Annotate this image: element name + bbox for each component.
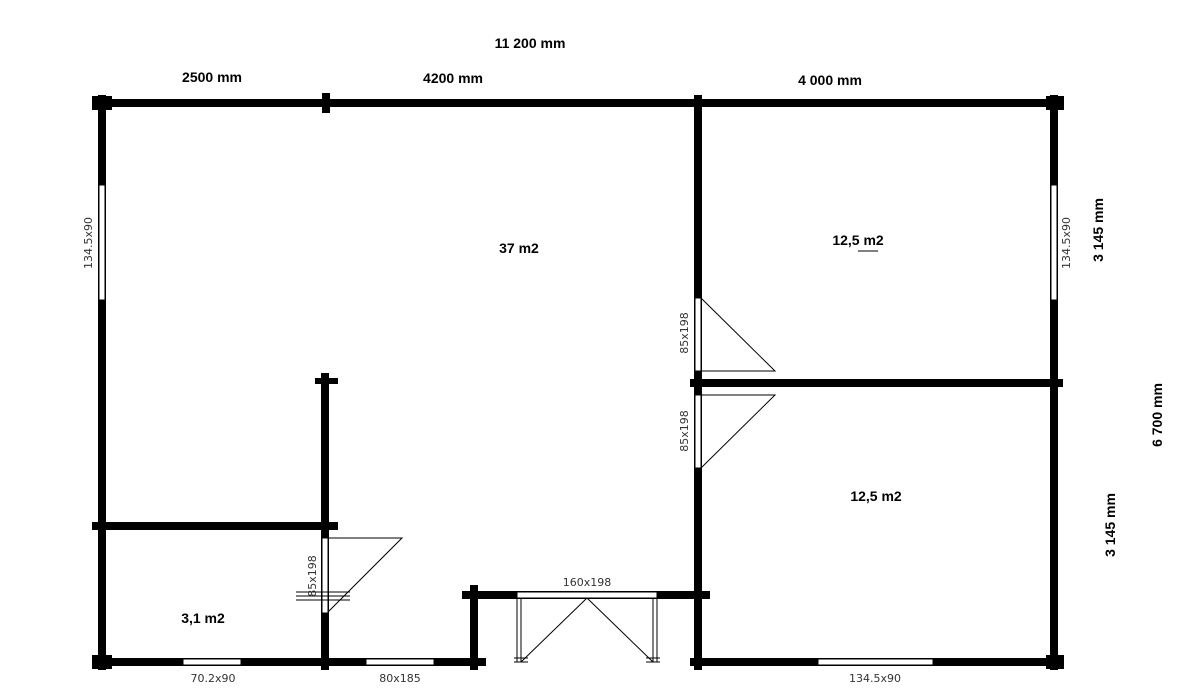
label-window-bottom-right: 134.5x90: [849, 672, 901, 685]
area-main-room: 37 m2: [499, 240, 539, 256]
label-window-bottom-left: 70.2x90: [191, 672, 236, 685]
label-door-small-room: 85x198: [306, 555, 319, 597]
dimension-labels: 11 200 mm 2500 mm 4200 mm 4 000 mm 3 145…: [182, 35, 1165, 557]
window-bottom-middle-frame: [365, 658, 435, 666]
door-lower-right-leaf: [694, 394, 702, 469]
door-upper-right-swing: [700, 297, 777, 372]
entrance-door-swing-right: [586, 597, 654, 663]
label-door-lower-right: 85x198: [678, 410, 691, 452]
dim-segment-3: 4 000 mm: [798, 72, 862, 88]
entrance-door-swing-left: [520, 597, 588, 663]
dim-overall-depth: 6 700 mm: [1149, 383, 1165, 447]
label-window-bottom-middle: 80x185: [379, 672, 421, 685]
wall-porch-left: [470, 585, 478, 670]
area-upper-right-room: 12,5 m2: [832, 232, 884, 248]
wall-small-room-right: [321, 373, 329, 670]
area-small-room: 3,1 m2: [181, 610, 225, 626]
door-small-room-leaf: [321, 537, 329, 614]
area-labels: 37 m2 12,5 m2 12,5 m2 3,1 m2: [181, 232, 902, 626]
entrance-door-frame: [516, 591, 658, 599]
dim-right-upper: 3 145 mm: [1090, 198, 1106, 262]
doors: [296, 297, 777, 663]
opening-labels: 134.5x90 134.5x90 85x198 85x198 85x198 1…: [82, 217, 1073, 685]
window-bottom-left-frame: [182, 658, 242, 666]
label-window-right: 134.5x90: [1060, 217, 1073, 269]
cap-top-right: [1046, 96, 1064, 110]
wall-small-room-cap: [315, 378, 338, 384]
dim-right-lower: 3 145 mm: [1102, 493, 1118, 557]
dim-segment-2: 4200 mm: [423, 70, 483, 86]
window-left-frame: [98, 184, 106, 301]
windows: [98, 184, 1058, 666]
window-bottom-right-frame: [817, 658, 934, 666]
wall-top: [95, 99, 1063, 107]
door-lower-right-swing: [700, 394, 777, 469]
label-door-upper-right: 85x198: [678, 312, 691, 354]
dim-overall-width: 11 200 mm: [495, 35, 566, 51]
cap-top-left: [92, 96, 112, 110]
cap-bottom-left: [92, 655, 112, 669]
window-right-frame: [1050, 184, 1058, 301]
area-lower-right-room: 12,5 m2: [850, 488, 902, 504]
door-small-room-swing: [327, 537, 404, 613]
wall-bottom-left: [92, 658, 486, 666]
label-entrance-door: 160x198: [563, 576, 612, 589]
wall-right-divider: [690, 379, 1063, 387]
wall-left: [98, 95, 106, 670]
door-upper-right-leaf: [694, 297, 702, 372]
cap-top-mid: [322, 93, 330, 113]
dim-segment-1: 2500 mm: [182, 69, 242, 85]
wall-small-room-top: [92, 522, 338, 530]
label-window-left: 134.5x90: [82, 217, 95, 269]
cap-bottom-right: [1046, 655, 1064, 669]
